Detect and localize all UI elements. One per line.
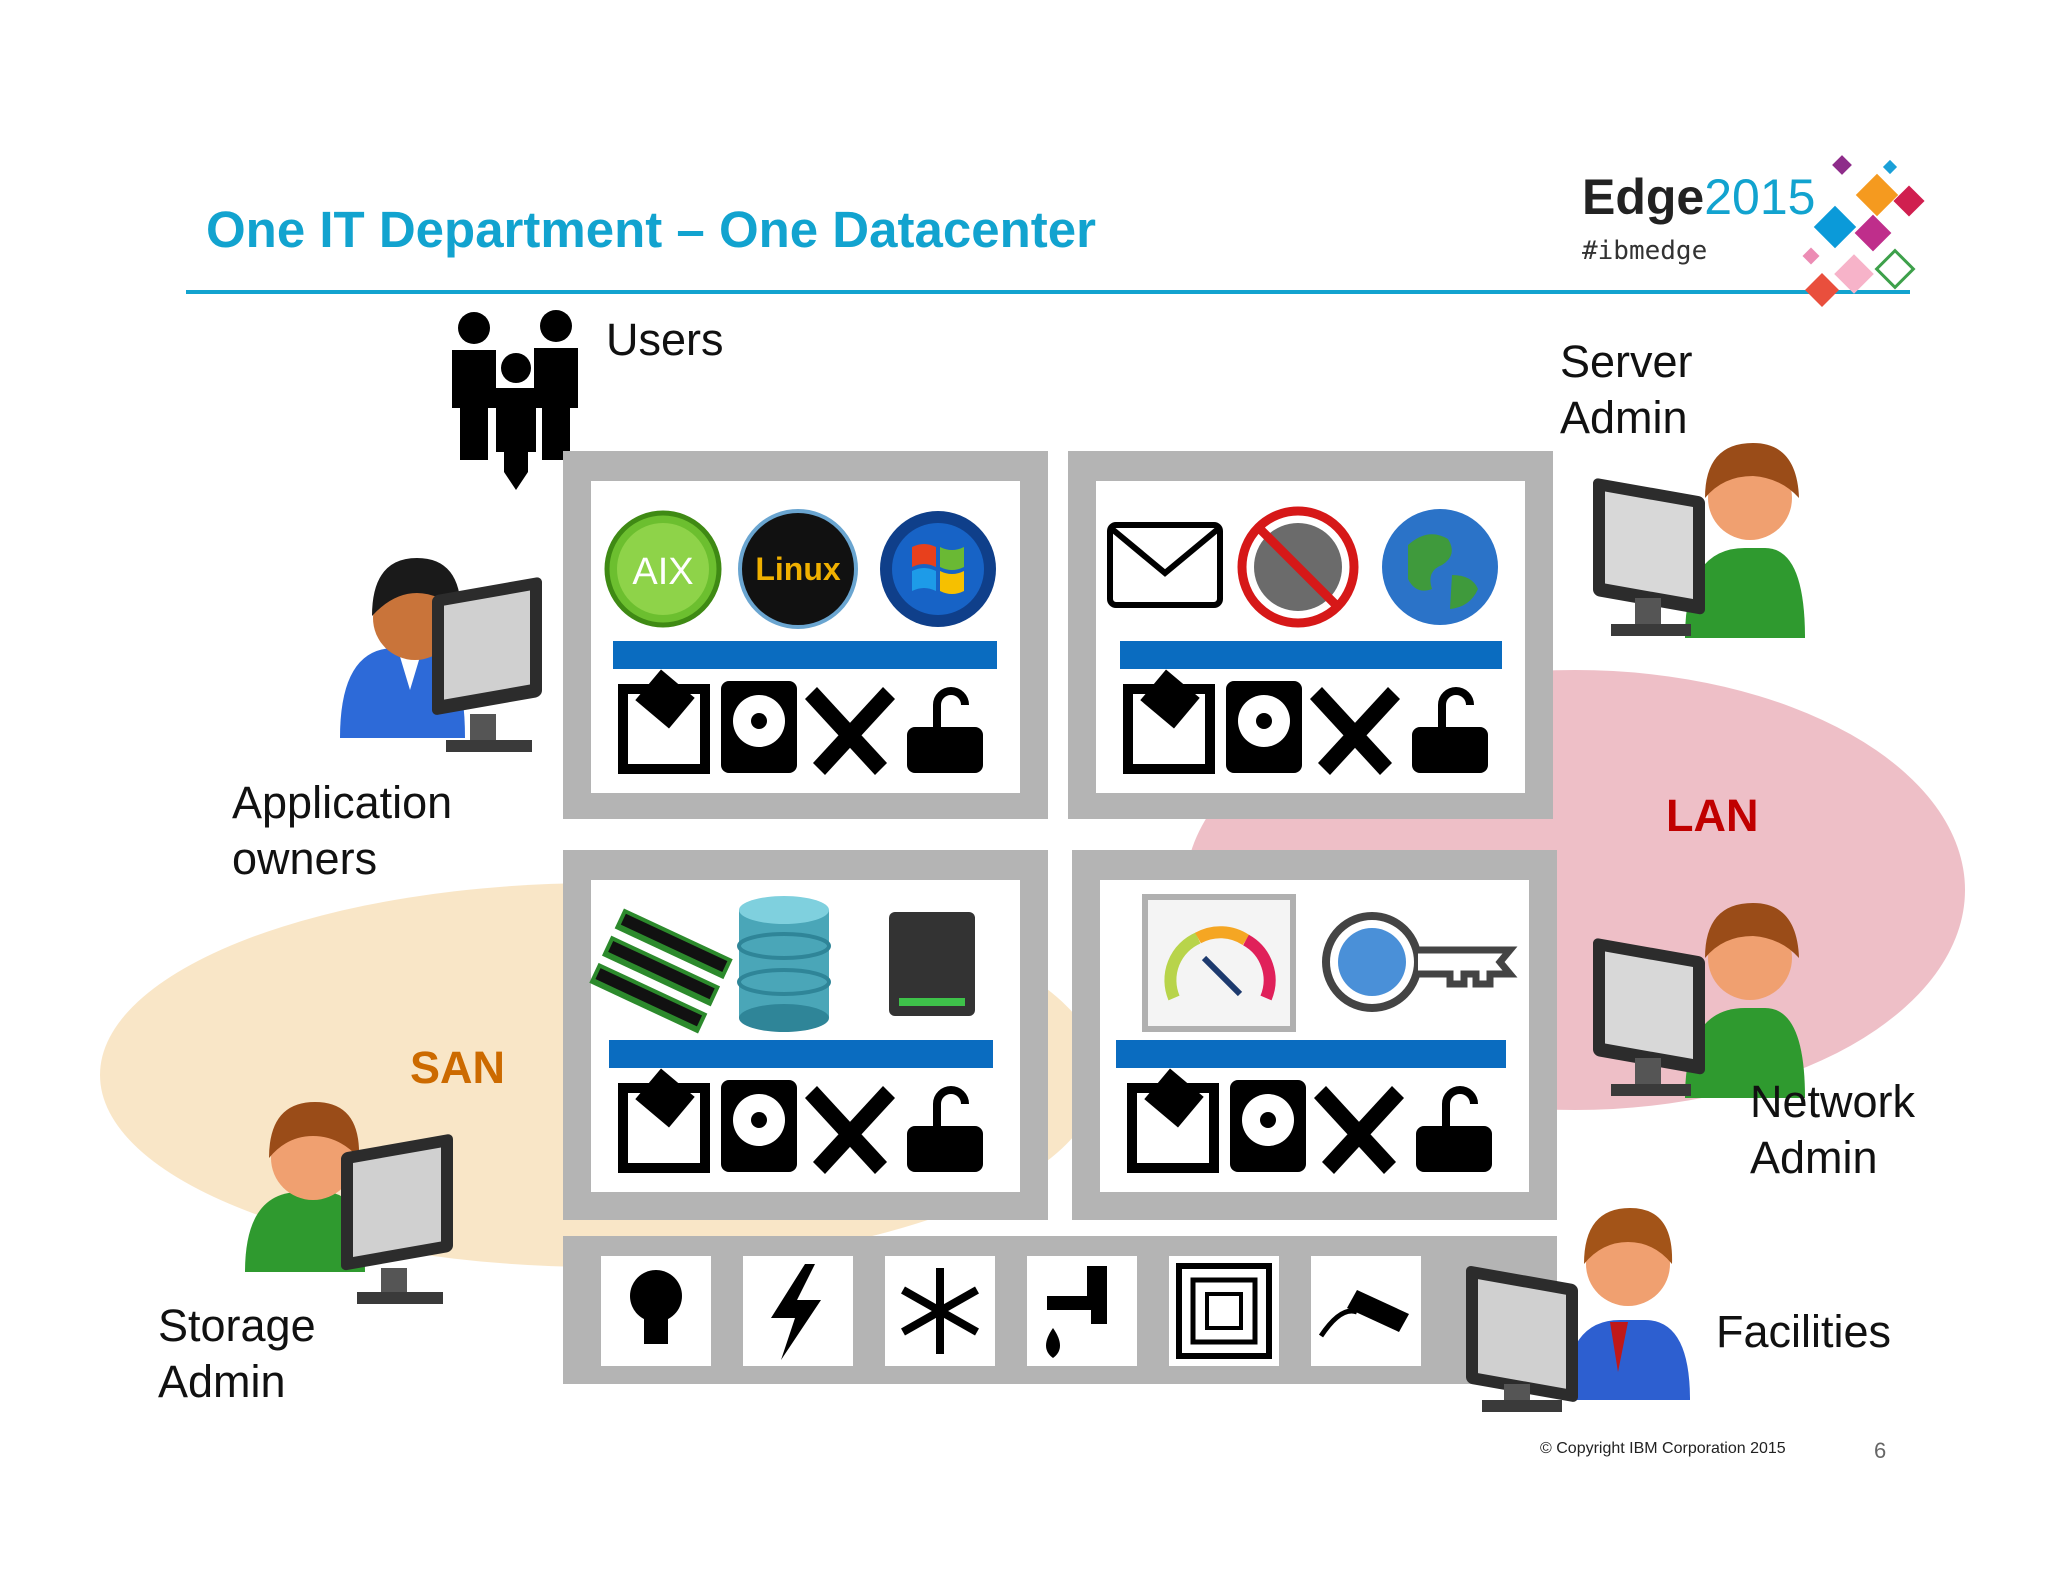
memory-modules-icon xyxy=(589,908,733,1034)
copyright-text: © Copyright IBM Corporation 2015 xyxy=(1540,1440,1786,1457)
facilities-label: Facilities xyxy=(1716,1306,1892,1357)
server-box-storage xyxy=(563,850,1048,1220)
server-box-management xyxy=(1072,850,1557,1220)
hard-disk-icon xyxy=(721,681,797,773)
network-lock-icon xyxy=(907,1086,983,1172)
server-box-services-bar xyxy=(1120,641,1502,669)
no-spy-icon xyxy=(1237,506,1359,628)
storage-admin-person-icon xyxy=(245,1102,453,1304)
server-box-storage-bar xyxy=(609,1040,993,1068)
network-admin-label-line1: Network xyxy=(1750,1076,1916,1127)
cooling-icon xyxy=(885,1256,995,1366)
mail-icon xyxy=(1107,522,1223,608)
memory-chip-icon xyxy=(1127,1068,1219,1173)
users-group-icon xyxy=(452,310,578,490)
server-box-services xyxy=(1068,451,1553,819)
hard-disk-icon xyxy=(721,1080,797,1172)
network-admin-label-line2: Admin xyxy=(1750,1132,1878,1183)
disk-drive-icon xyxy=(889,912,975,1016)
server-box-os-bar xyxy=(613,641,997,669)
storage-admin-label-line1: Storage xyxy=(158,1300,316,1351)
facilities-bar xyxy=(563,1236,1557,1384)
server-admin-person-icon xyxy=(1593,443,1805,638)
server-box-os-panel: AIX Linux xyxy=(591,481,1020,793)
edge-logo: Edge2015 xyxy=(1582,168,1815,226)
application-owners-label-line2: owners xyxy=(232,833,378,884)
fingerprint-key-icon xyxy=(1322,912,1518,1012)
aix-badge-label: AIX xyxy=(632,551,694,593)
hard-disk-icon xyxy=(1230,1080,1306,1172)
network-admin-person-icon xyxy=(1593,903,1805,1098)
server-box-services-resources xyxy=(1123,669,1488,775)
logo-word-edge: Edge xyxy=(1582,169,1705,225)
tools-icon xyxy=(1310,687,1400,775)
network-lock-icon xyxy=(907,687,983,773)
logo-diamonds-icon xyxy=(1802,155,1925,307)
network-lock-icon xyxy=(1416,1086,1492,1172)
memory-chip-icon xyxy=(1123,669,1215,774)
server-admin-label-line1: Server xyxy=(1560,336,1693,387)
linux-badge-icon xyxy=(738,509,858,629)
linux-badge-label: Linux xyxy=(755,551,841,587)
storage-admin-label-line2: Admin xyxy=(158,1356,286,1407)
windows-icon xyxy=(880,511,996,627)
rfid-icon xyxy=(1169,1256,1279,1366)
logo-hashtag: #ibmedge xyxy=(1582,236,1708,266)
server-box-services-panel xyxy=(1096,481,1525,793)
tools-icon xyxy=(805,687,895,775)
server-box-storage-resources xyxy=(618,1068,983,1174)
camera-icon xyxy=(1311,1256,1421,1366)
san-label: SAN xyxy=(410,1042,506,1093)
users-label: Users xyxy=(606,314,724,365)
server-box-management-resources xyxy=(1127,1068,1492,1174)
server-box-os: AIX Linux xyxy=(563,451,1048,819)
tools-icon xyxy=(805,1086,895,1174)
hard-disk-icon xyxy=(1226,681,1302,773)
server-box-storage-panel xyxy=(589,880,1020,1192)
aix-badge-icon xyxy=(604,510,722,628)
server-admin-label-line2: Admin xyxy=(1560,392,1688,443)
memory-chip-icon xyxy=(618,669,710,774)
logo-word-year: 2015 xyxy=(1704,169,1816,225)
speed-gauge-icon xyxy=(1142,894,1296,1032)
memory-chip-icon xyxy=(618,1068,710,1173)
title-rule xyxy=(186,290,1910,294)
application-owners-label-line1: Application xyxy=(232,777,453,828)
server-box-os-resources xyxy=(618,669,983,775)
application-owner-person-icon xyxy=(340,558,542,752)
database-icon xyxy=(737,896,831,1032)
power-icon xyxy=(743,1256,853,1366)
globe-icon xyxy=(1382,509,1498,625)
server-box-management-panel xyxy=(1100,880,1529,1192)
slide-title: One IT Department – One Datacenter xyxy=(206,201,1096,258)
network-lock-icon xyxy=(1412,687,1488,773)
page-number: 6 xyxy=(1874,1438,1887,1463)
lan-label: LAN xyxy=(1666,790,1759,841)
light-bulb-icon xyxy=(601,1256,711,1366)
server-box-management-bar xyxy=(1116,1040,1506,1068)
tools-icon xyxy=(1314,1086,1404,1174)
water-icon xyxy=(1027,1256,1137,1366)
facilities-person-icon xyxy=(1466,1208,1690,1412)
